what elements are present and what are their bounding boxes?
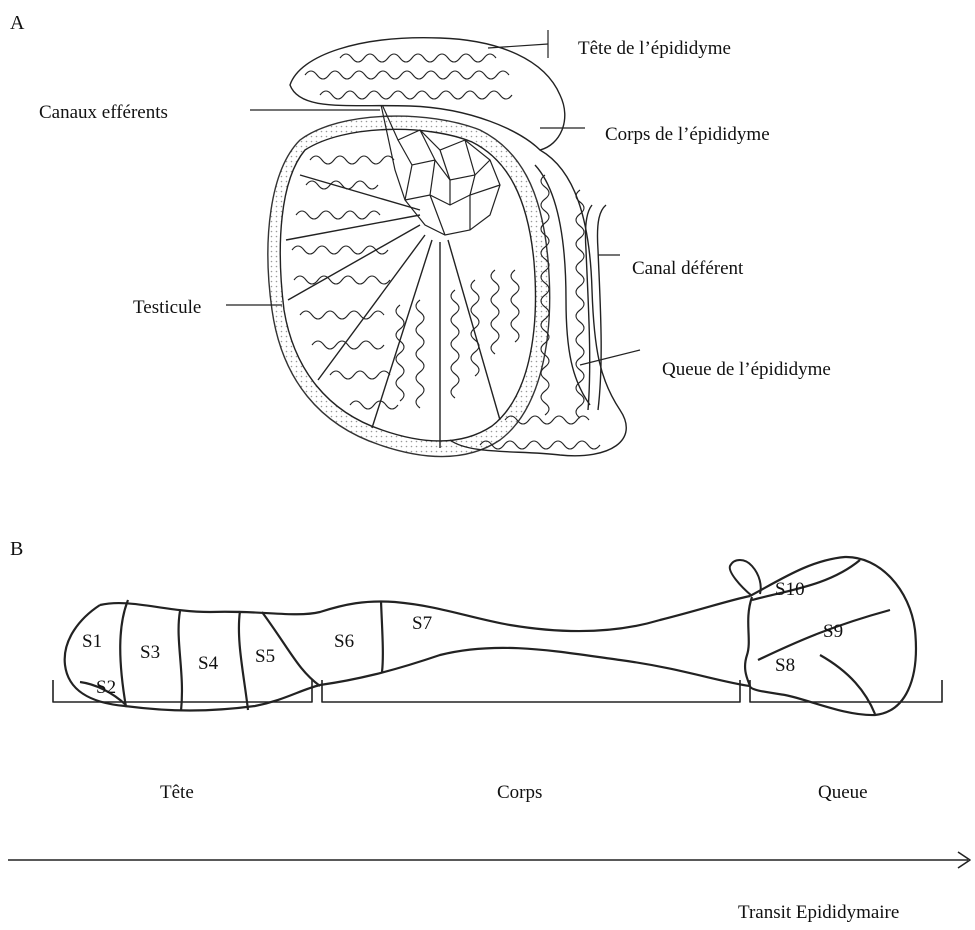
region-brackets <box>53 680 942 702</box>
label-queue-epididyme: Queue de l’épididyme <box>662 359 831 381</box>
segment-label-s5: S5 <box>255 647 275 667</box>
segment-label-s2: S2 <box>96 678 116 698</box>
region-label-corps: Corps <box>497 782 542 804</box>
segment-divider <box>179 611 182 711</box>
segment-divider <box>820 655 875 714</box>
segment-label-s8: S8 <box>775 656 795 676</box>
duct-stub <box>730 560 761 596</box>
panel-a-letter: A <box>10 12 24 34</box>
region-label-queue: Queue <box>818 782 868 804</box>
segment-label-s1: S1 <box>82 632 102 652</box>
label-corps-epididyme: Corps de l’épididyme <box>605 124 770 146</box>
segment-label-s9: S9 <box>823 622 843 642</box>
segment-divider <box>745 597 752 686</box>
label-canaux-efferents: Canaux efférents <box>39 102 168 124</box>
region-label-tete: Tête <box>160 782 194 804</box>
bracket-corps <box>322 680 740 702</box>
testis-diagram <box>226 30 640 456</box>
segment-label-s6: S6 <box>334 632 354 652</box>
segment-label-s7: S7 <box>412 614 432 634</box>
epididymis-outline <box>65 605 750 711</box>
bracket-queue <box>750 680 942 702</box>
segment-divider <box>239 611 248 710</box>
panel-b-letter: B <box>10 538 23 560</box>
segment-diagram <box>8 557 970 868</box>
label-testicule: Testicule <box>133 297 201 319</box>
segment-label-s4: S4 <box>198 654 218 674</box>
label-tete-epididyme: Tête de l’épididyme <box>578 38 731 60</box>
segment-divider <box>381 601 383 672</box>
segment-divider <box>120 600 128 707</box>
segment-label-s10: S10 <box>775 580 805 600</box>
transit-arrow <box>8 852 970 868</box>
segment-label-s3: S3 <box>140 643 160 663</box>
label-canal-deferent: Canal déférent <box>632 258 743 280</box>
transit-label: Transit Epididymaire <box>738 902 899 924</box>
